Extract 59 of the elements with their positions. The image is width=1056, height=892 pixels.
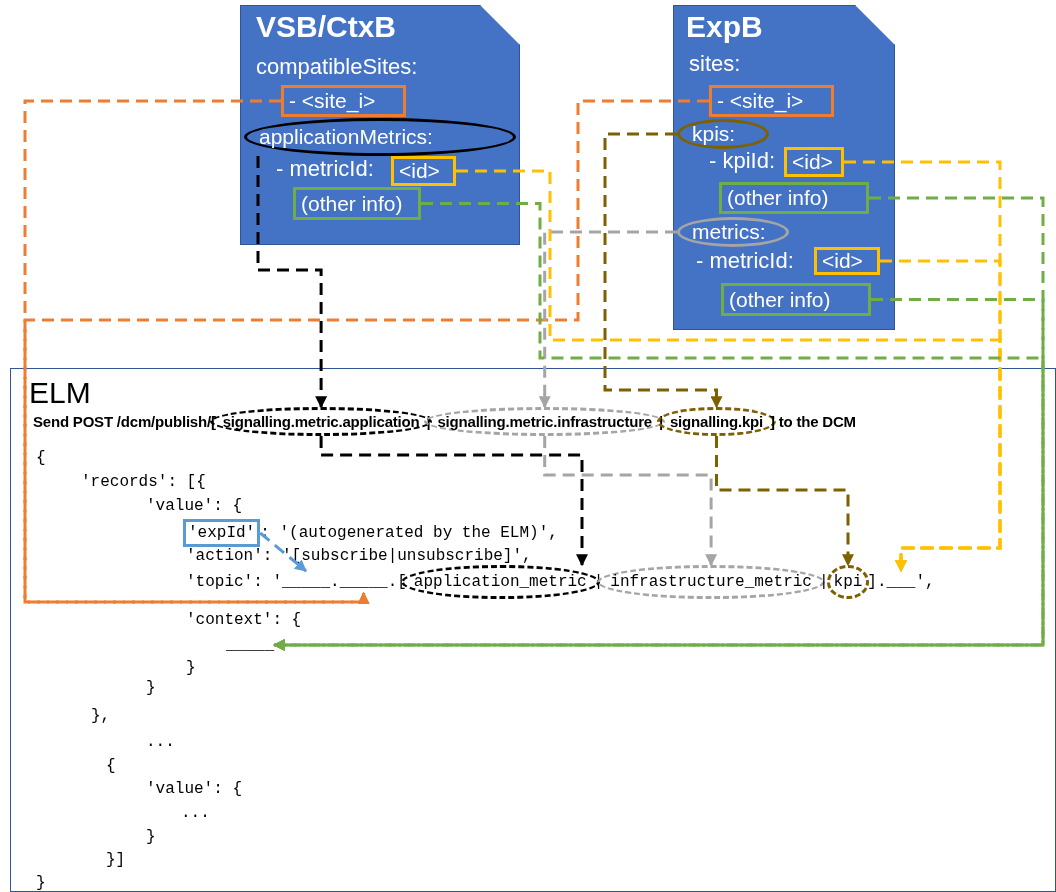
code-text: ', xyxy=(915,572,935,593)
code-text: } xyxy=(186,658,196,679)
code-text: ]. xyxy=(867,572,887,593)
code-text: }] xyxy=(106,850,126,871)
highlight-box: <id> xyxy=(784,147,844,177)
placeholder-blank: ___ xyxy=(886,571,916,593)
field-label: - metricId: xyxy=(276,156,374,182)
highlight-ellipse: kpi xyxy=(826,565,870,599)
field-label: - kpiId: xyxy=(709,148,776,174)
code-text: } xyxy=(146,678,156,699)
connector-arrow xyxy=(272,298,1045,651)
code-text: 'value': { xyxy=(146,779,242,800)
descriptor-panel xyxy=(240,5,520,245)
highlight-box: 'expId' xyxy=(183,519,261,547)
connector-arrow xyxy=(259,531,307,573)
panel-title: ELM xyxy=(29,375,91,411)
highlight-box: - <site_i> xyxy=(281,85,406,117)
descriptor-panel xyxy=(673,5,895,330)
connector-arrow xyxy=(319,436,588,567)
request-text: ] to the DCM xyxy=(770,413,856,430)
code-text: 'topic': ' xyxy=(186,572,282,593)
field-label: - metricId: xyxy=(696,248,794,274)
code-text: . xyxy=(330,572,340,593)
code-text: { xyxy=(36,448,46,469)
code-text: ... xyxy=(181,803,210,824)
highlight-ellipse: metrics: xyxy=(677,217,789,247)
connector-arrow xyxy=(23,99,709,604)
connector-arrow xyxy=(880,259,1002,573)
code-text: 'records': [{ xyxy=(81,472,206,493)
highlight-ellipse: applicationMetrics: xyxy=(244,118,516,156)
connector-arrow xyxy=(256,156,328,409)
panel-title: ExpB xyxy=(686,9,763,45)
highlight-box: (other info) xyxy=(719,182,869,214)
code-text: 'value': { xyxy=(146,496,242,517)
highlight-box: <id> xyxy=(391,156,456,186)
code-text: 'action': '[subscribe|unsubscribe]', xyxy=(186,546,532,567)
connector-arrow xyxy=(538,230,677,409)
module-panel xyxy=(10,368,1056,892)
placeholder-blank: _____ xyxy=(339,571,388,593)
highlight-box: <id> xyxy=(814,247,880,275)
connector-arrow xyxy=(603,132,723,409)
field-label: sites: xyxy=(689,51,741,77)
field-label: compatibleSites: xyxy=(256,54,418,80)
code-text: } xyxy=(36,873,46,892)
highlight-box: (other info) xyxy=(293,187,421,220)
panel-title: VSB/CtxB xyxy=(256,9,397,45)
code-text: 'context': { xyxy=(186,610,302,631)
highlight-box: (other info) xyxy=(721,283,871,316)
connector-arrow xyxy=(715,436,854,567)
placeholder-blank: _____ xyxy=(282,571,331,593)
code-text: } xyxy=(146,827,156,848)
connector-arrow xyxy=(543,436,718,567)
request-text: Send POST /dcm/publish/[ xyxy=(33,413,216,430)
code-text: { xyxy=(106,756,116,777)
highlight-ellipse: kpis: xyxy=(677,119,769,149)
code-text: ... xyxy=(146,732,175,753)
code-text: }, xyxy=(91,706,111,727)
highlight-box: - <site_i> xyxy=(709,85,834,117)
placeholder-blank: _____ xyxy=(226,634,274,656)
